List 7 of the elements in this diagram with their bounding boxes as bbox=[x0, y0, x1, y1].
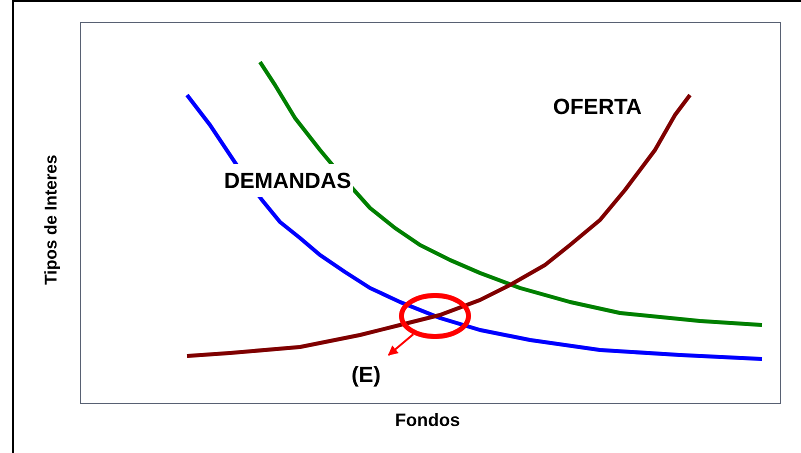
equilibrium-label: (E) bbox=[351, 360, 381, 389]
price-curve-label: OFERTA bbox=[553, 93, 642, 121]
demand-curve-label: DEMANDAS bbox=[222, 164, 354, 197]
leader-arrow bbox=[388, 334, 414, 356]
highlight-ellipse bbox=[399, 293, 471, 339]
y-axis-label: Tipos de Interes bbox=[40, 154, 62, 286]
x-axis-label: Fondos bbox=[395, 409, 460, 432]
